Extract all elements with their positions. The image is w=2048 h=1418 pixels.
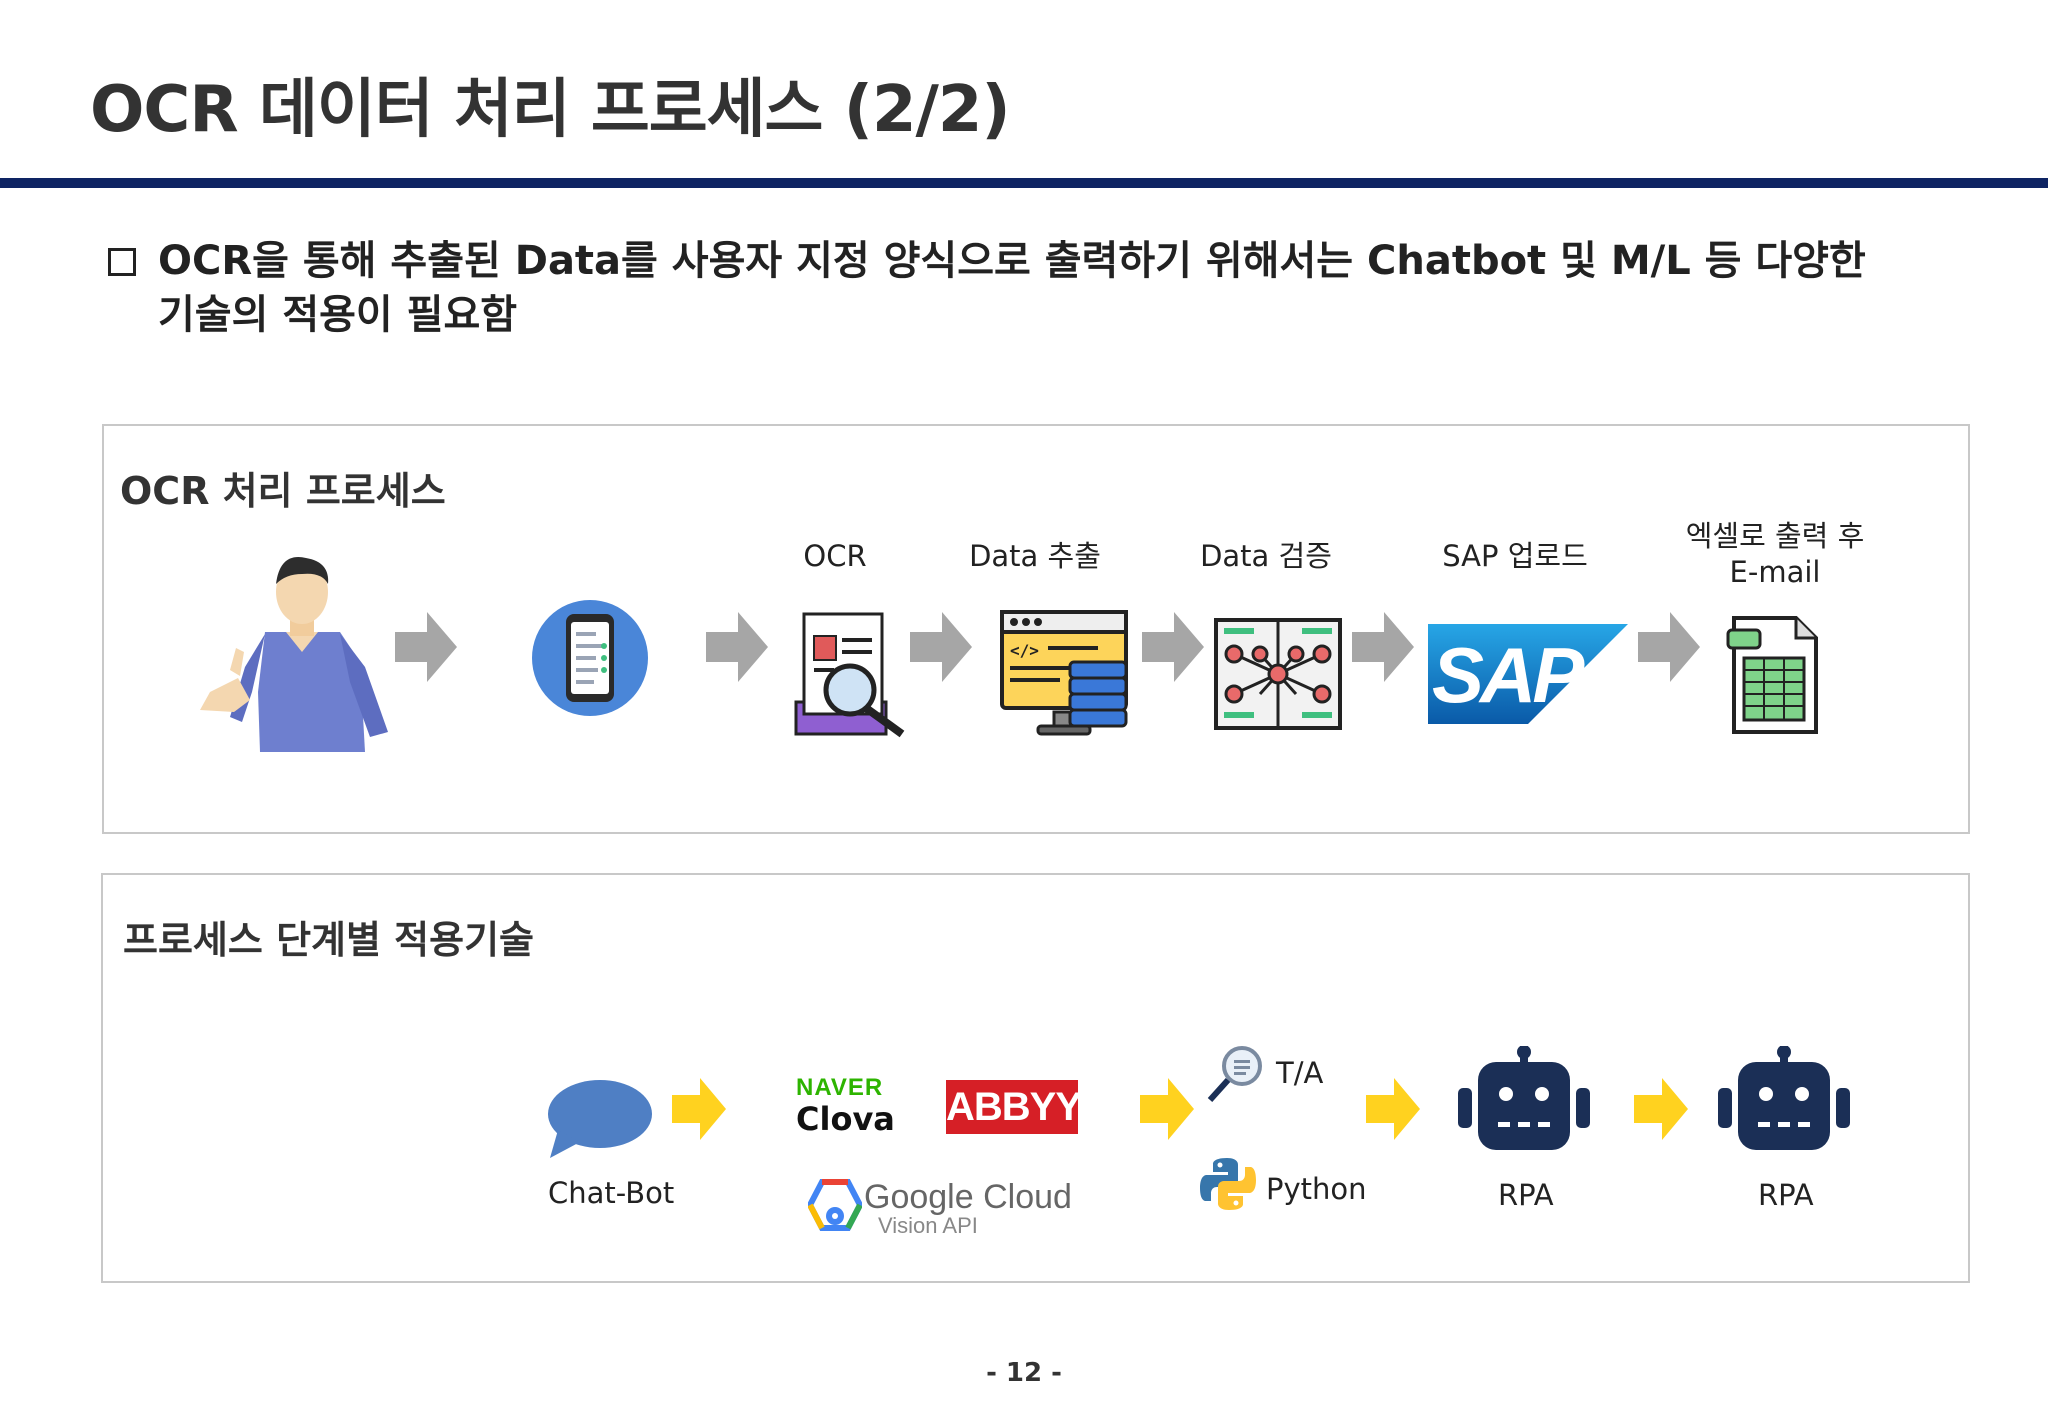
robot-icon [1458,1045,1590,1152]
step-label-validate: Data 검증 [1200,539,1332,573]
mobile-phone-icon [530,598,650,718]
rpa-label: RPA [1498,1178,1554,1212]
step-label-excel: 엑셀로 출력 후 E-mail [1640,518,1910,590]
arrow-right-icon [1140,1078,1194,1140]
arrow-right-icon [910,612,972,682]
arrow-right-icon [1142,612,1204,682]
arrow-right-icon [1352,612,1414,682]
arrow-right-icon [706,612,768,682]
intro-line-1: OCR을 통해 추출된 Data를 사용자 지정 양식으로 출력하기 위해서는 … [158,238,1866,284]
ta-label: T/A [1276,1056,1324,1090]
sap-logo-text: SAP [1432,631,1584,719]
python-label: Python [1266,1172,1367,1206]
step-label-ocr: OCR [803,539,867,573]
step-label-excel-line1: 엑셀로 출력 후 [1685,519,1865,553]
network-validation-icon [1214,618,1342,730]
checkbox-bullet-icon [108,248,136,276]
tech-panel: 프로세스 단계별 적용기술 [101,873,1970,1283]
abbyy-text: ABBYY [946,1085,1082,1129]
naver-text: NAVER [796,1074,884,1101]
vision-api-text: Vision API [878,1213,978,1238]
clova-text: Clova [796,1100,895,1138]
arrow-right-icon [1638,612,1700,682]
google-cloud-logo: Google Cloud Vision API [864,1178,1072,1239]
arrow-right-icon [395,612,457,682]
page-title: OCR 데이터 처리 프로세스 (2/2) [90,73,1011,147]
arrow-right-icon [1634,1078,1688,1140]
svg-text:</>: </> [1010,641,1039,660]
google-cloud-text: Google Cloud [864,1178,1072,1216]
python-logo [1200,1156,1256,1212]
spreadsheet-icon [1726,614,1820,736]
panel-title: OCR 처리 프로세스 [120,469,446,513]
arrow-right-icon [1366,1078,1420,1140]
chatbot-label: Chat-Bot [548,1176,675,1210]
ocr-document-magnifier-icon [790,610,910,738]
panel-title: 프로세스 단계별 적용기술 [123,918,535,962]
step-label-excel-line2: E-mail [1729,555,1821,589]
naver-clova-logo: NAVER Clova [796,1074,936,1144]
sap-logo: SAP [1428,624,1628,724]
person-icon [190,552,410,752]
google-cloud-hexagon-icon [806,1178,864,1232]
chat-bubble-icon [544,1078,654,1160]
arrow-right-icon [672,1078,726,1140]
intro-line-2: 기술의 적용이 필요함 [158,292,518,338]
step-label-extract: Data 추출 [969,539,1101,573]
step-label-sap: SAP 업로드 [1442,539,1588,573]
abbyy-logo: ABBYY [946,1080,1082,1134]
intro-text: OCR을 통해 추출된 Data를 사용자 지정 양식으로 출력하기 위해서는 … [158,234,1958,342]
robot-icon [1718,1045,1850,1152]
page-number: - 12 - [986,1358,1062,1388]
text-search-icon [1206,1044,1266,1104]
rpa-label: RPA [1758,1178,1814,1212]
title-divider [0,178,2048,188]
code-monitor-database-icon: </> [998,608,1130,738]
